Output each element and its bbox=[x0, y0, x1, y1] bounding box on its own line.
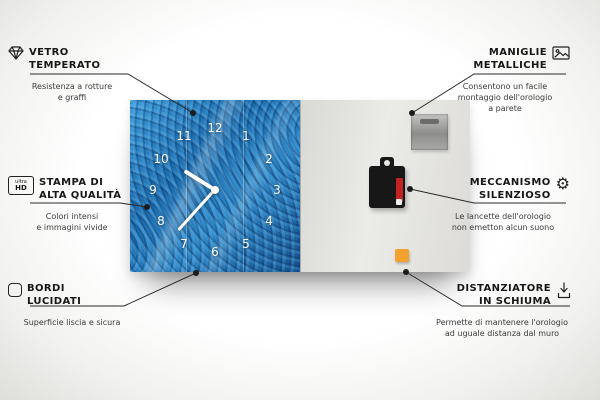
callout-subtitle: Le lancette dell'orologio non emetton al… bbox=[451, 212, 555, 232]
callout-title: STAMPA DI ALTA QUALITÀ bbox=[39, 177, 122, 201]
arrow-down-spacer-icon bbox=[556, 282, 572, 299]
metal-hanger-plate bbox=[410, 114, 448, 150]
glass-seam bbox=[186, 100, 187, 272]
clock-number: 3 bbox=[273, 183, 281, 197]
clock-product-image: 12 1 2 3 4 5 6 7 8 9 10 11 bbox=[130, 100, 470, 272]
clock-number: 9 bbox=[149, 183, 157, 197]
clock-number: 5 bbox=[242, 237, 250, 251]
callout-title: BORDI LUCIDATI bbox=[27, 283, 82, 307]
rounded-square-icon bbox=[8, 282, 22, 297]
clock-mechanism bbox=[368, 157, 405, 208]
clock-number: 2 bbox=[265, 152, 273, 166]
callout-title: DISTANZIATORE IN SCHIUMA bbox=[456, 283, 551, 307]
callout-subtitle: Colori intensi e immagini vivide bbox=[36, 212, 108, 232]
clock-number: 12 bbox=[207, 121, 223, 135]
callout-title: MANIGLIE METALLICHE bbox=[473, 47, 547, 71]
clock-center-cap bbox=[211, 186, 219, 194]
ultra-hd-icon: ultra HD bbox=[8, 176, 34, 195]
clock-front-face: 12 1 2 3 4 5 6 7 8 9 10 11 bbox=[130, 100, 300, 272]
callout-vetro-temperato: VETRO TEMPERATO Resistenza a rotture e g… bbox=[8, 46, 136, 104]
ultra-hd-text-big: HD bbox=[15, 183, 27, 192]
glass-seam bbox=[243, 100, 244, 272]
callout-subtitle: Consentono un facile montaggio dell'orol… bbox=[457, 82, 553, 113]
callout-stampa-alta-qualita: ultra HD STAMPA DI ALTA QUALITÀ Colori i… bbox=[8, 176, 136, 234]
callout-distanziatore-schiuma: DISTANZIATORE IN SCHIUMA Permette di man… bbox=[432, 282, 572, 340]
minute-hand bbox=[177, 188, 216, 232]
mechanism-white-part bbox=[395, 199, 402, 205]
ultra-hd-text-small: ultra bbox=[15, 178, 27, 185]
callout-subtitle: Superficie liscia e sicura bbox=[23, 318, 121, 327]
foam-spacer bbox=[394, 249, 409, 262]
clock-number: 10 bbox=[153, 152, 169, 166]
mechanism-red-part bbox=[395, 178, 403, 202]
clock-number: 7 bbox=[180, 237, 188, 251]
callout-bordi-lucidati: BORDI LUCIDATI Superficie liscia e sicur… bbox=[8, 282, 136, 329]
picture-frame-icon bbox=[552, 46, 570, 60]
clock-number: 4 bbox=[265, 214, 273, 228]
callout-maniglie-metalliche: MANIGLIE METALLICHE Consentono un facile… bbox=[440, 46, 570, 114]
callout-title: MECCANISMO SILENZIOSO bbox=[469, 177, 551, 201]
clock-number: 1 bbox=[242, 129, 250, 143]
diamond-icon bbox=[8, 46, 24, 60]
clock-number: 6 bbox=[211, 245, 219, 259]
callout-title: VETRO TEMPERATO bbox=[29, 47, 101, 71]
gear-icon: ⚙ bbox=[555, 174, 570, 193]
clock-back-panel bbox=[299, 100, 470, 272]
callout-subtitle: Permette di mantenere l'orologio ad ugua… bbox=[436, 318, 568, 338]
callout-subtitle: Resistenza a rotture e graffi bbox=[31, 82, 113, 102]
callout-meccanismo-silenzioso: ⚙ MECCANISMO SILENZIOSO Le lancette dell… bbox=[436, 176, 570, 234]
clock-number: 11 bbox=[176, 129, 192, 143]
clock-number: 8 bbox=[157, 214, 165, 228]
